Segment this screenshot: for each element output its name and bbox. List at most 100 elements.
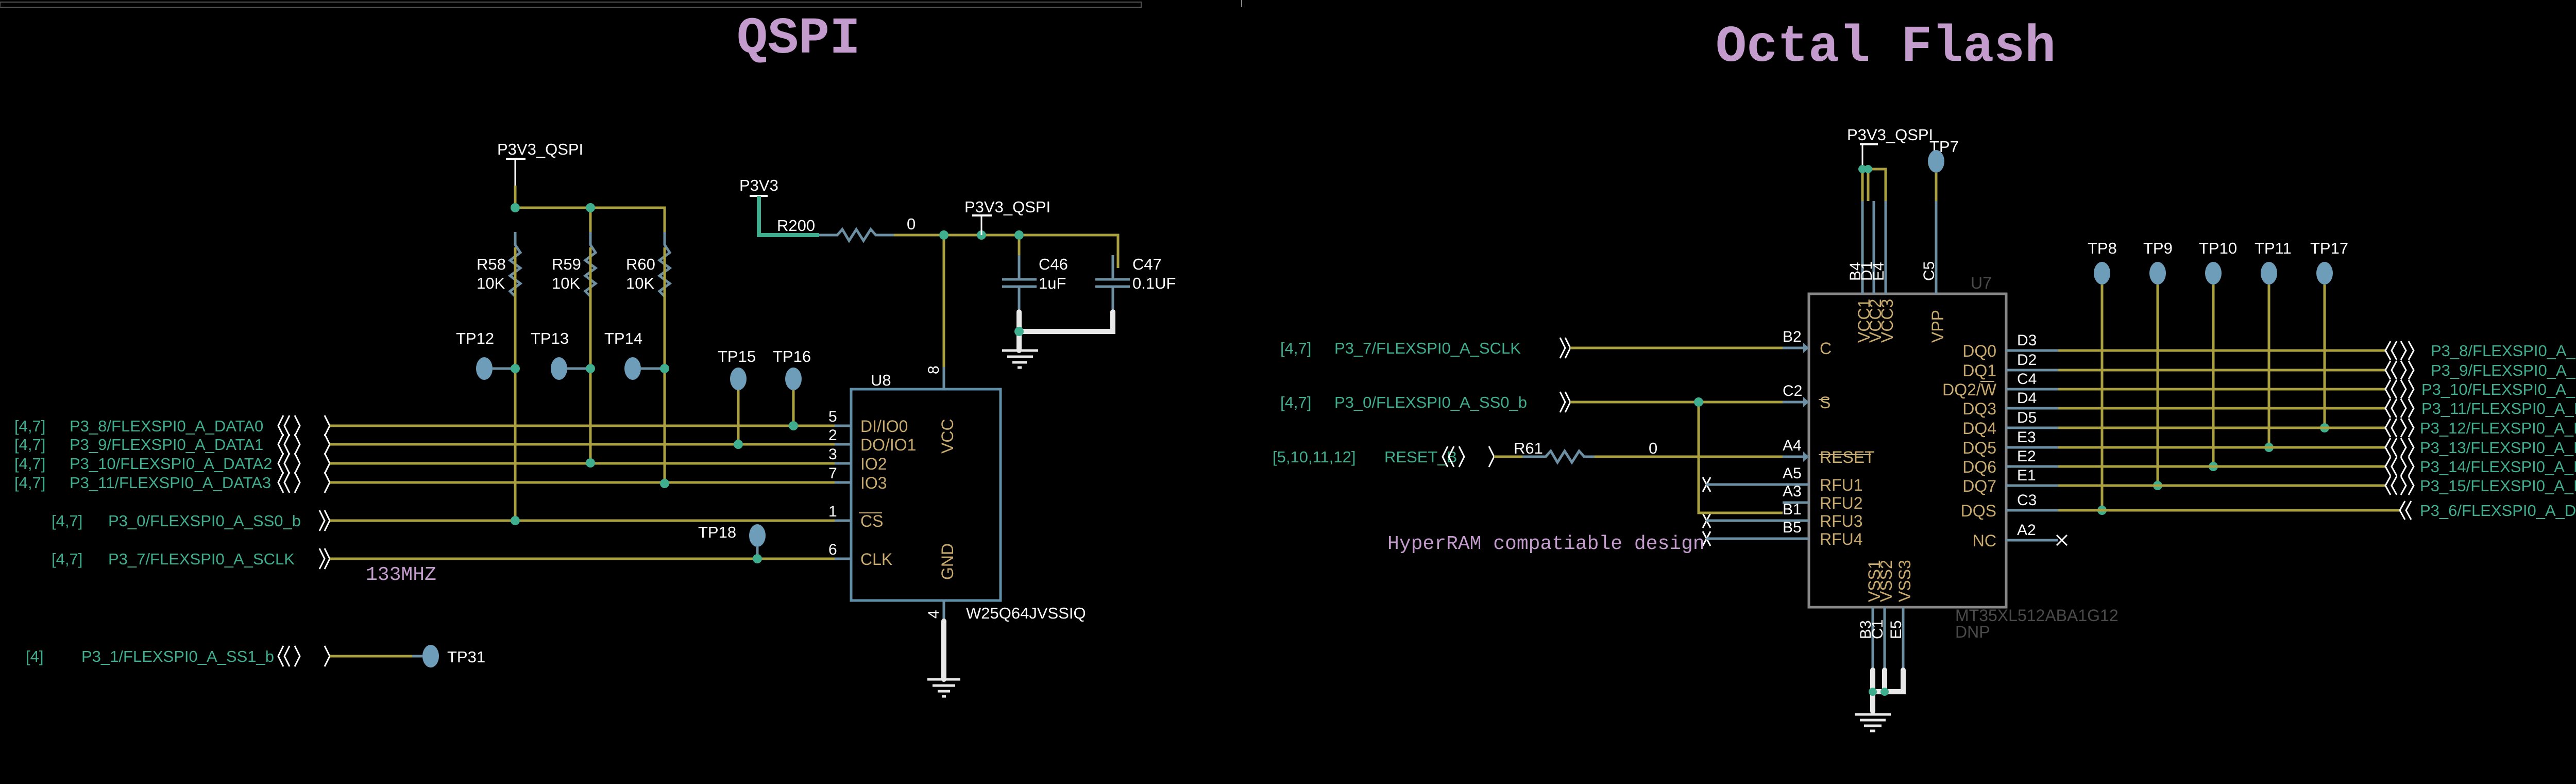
- net-name[interactable]: P3_7/FLEXSPI0_A_SCLK: [1334, 339, 1521, 357]
- net-page-ref: [4,7]: [14, 417, 45, 435]
- pin-name: DQ7: [1962, 477, 1996, 495]
- net-name[interactable]: P3_10/FLEXSPI0_A_DATA2: [2421, 380, 2576, 398]
- net-name[interactable]: P3_7/FLEXSPI0_A_SCLK: [108, 550, 295, 568]
- net-row: P3_6/FLEXSPI0_A_DQS[4]: [2058, 501, 2576, 520]
- u8-pin-cs: 1CS: [828, 503, 883, 530]
- pin-name: VCC2: [1866, 299, 1885, 343]
- net-name[interactable]: P3_12/FLEXSPI0_A_DATA4: [2420, 419, 2576, 437]
- u8-chip[interactable]: [850, 388, 1002, 602]
- net-row: [4,7]P3_11/FLEXSPI0_A_DATA3: [14, 472, 835, 493]
- offpage-connector-icon: [277, 472, 331, 493]
- net-name[interactable]: P3_11/FLEXSPI0_A_DATA3: [70, 474, 271, 492]
- testpoint-tp31[interactable]: [422, 645, 439, 668]
- net-page-ref: [4,7]: [14, 436, 45, 454]
- gnd-trace: [1016, 309, 1115, 334]
- net-name[interactable]: P3_10/FLEXSPI0_A_DATA2: [70, 455, 272, 473]
- u7-pin-vss3: E5 VSS3: [1888, 560, 1914, 670]
- tp-label: TP13: [531, 329, 569, 347]
- net-row: [4,7]P3_10/FLEXSPI0_A_DATA2: [14, 453, 835, 474]
- pin-name: VSS2: [1877, 560, 1895, 602]
- pin-number: B2: [1783, 328, 1802, 345]
- frequency-note: 133MHZ: [366, 564, 436, 586]
- testpoint-tp14[interactable]: [624, 357, 641, 380]
- net-name[interactable]: P3_0/FLEXSPI0_A_SS0_b: [1334, 393, 1527, 411]
- junction: [1014, 327, 1024, 336]
- pin-name: VSS3: [1895, 560, 1914, 602]
- testpoint-tp15[interactable]: [730, 368, 747, 390]
- net-name[interactable]: P3_11/FLEXSPI0_A_DATA3: [2421, 399, 2576, 418]
- testpoint-tp12[interactable]: [476, 357, 493, 380]
- net-name[interactable]: P3_8/FLEXSPI0_A_DATA0: [2431, 342, 2576, 360]
- offpage-connector-icon: [277, 645, 331, 667]
- pin-name: DQ3: [1962, 399, 1996, 418]
- net-row: [4,7] P3_0/FLEXSPI0_A_SS0_b: [52, 510, 835, 531]
- testpoint-tp9[interactable]: [2149, 262, 2166, 285]
- offpage-connector-icon: [1442, 446, 1495, 468]
- net-name[interactable]: P3_9/FLEXSPI0_A_DATA1: [70, 436, 263, 454]
- qspi-title: QSPI: [737, 10, 860, 69]
- testpoint-tp11[interactable]: [2261, 262, 2277, 285]
- offpage-connector-icon: [2384, 438, 2415, 457]
- pin-number: B5: [1783, 519, 1802, 536]
- pin-number: A4: [1783, 437, 1802, 454]
- net-name[interactable]: P3_15/FLEXSPI0_A_DATA7: [2420, 477, 2576, 495]
- testpoint-tp13[interactable]: [551, 357, 567, 380]
- no-connect-icon: [2056, 534, 2068, 546]
- net-name[interactable]: P3_6/FLEXSPI0_A_DQS: [2420, 502, 2576, 520]
- pin-number: D5: [2017, 409, 2037, 426]
- u8-pin-doio1: 2DO/IO1: [828, 427, 916, 454]
- gnd-trace: [1870, 668, 1906, 694]
- net-name[interactable]: P3_13/FLEXSPI0_A_DATA5: [2420, 439, 2576, 457]
- testpoint-tp7[interactable]: [1928, 150, 1944, 173]
- net-name[interactable]: P3_0/FLEXSPI0_A_SS0_b: [108, 512, 301, 530]
- net-name[interactable]: P3_1/FLEXSPI0_A_SS1_b: [81, 647, 274, 665]
- offpage-connector-icon: [277, 453, 331, 474]
- offpage-connector-icon: [2384, 379, 2415, 399]
- net-row: [4,7]P3_7/FLEXSPI0_A_SCLK: [52, 548, 835, 570]
- net-page-ref: [5,10,11,12]: [1273, 448, 1355, 466]
- net-name[interactable]: P3_14/FLEXSPI0_A_DATA6: [2420, 458, 2576, 476]
- net-row: P3_13/FLEXSPI0_A_DATA5[4]: [2058, 438, 2576, 457]
- pin-number: 7: [828, 465, 837, 482]
- pin-name: CLK: [860, 550, 892, 569]
- pin-number: E5: [1888, 620, 1905, 639]
- pin-name: DQ4: [1962, 419, 1996, 438]
- net-row: [4,7] P3_8/FLEXSPI0_A_DATA0: [14, 415, 835, 437]
- testpoint-tp17[interactable]: [2316, 262, 2333, 285]
- pin-name: DQ1: [1962, 361, 1996, 380]
- pin-number: E3: [2017, 429, 2036, 446]
- net-page-ref: [4,7]: [52, 512, 82, 530]
- offpage-connector-icon: [2399, 501, 2412, 520]
- testpoint-tp16[interactable]: [785, 368, 802, 390]
- c46-value: 1uF: [1039, 274, 1066, 292]
- net-name[interactable]: P3_9/FLEXSPI0_A_DATA1: [2431, 361, 2576, 379]
- u7-chip[interactable]: [1807, 292, 2008, 609]
- testpoint-tp10[interactable]: [2205, 262, 2222, 285]
- pin-number: D1: [1858, 261, 1875, 281]
- pin-name: RFU1: [1820, 476, 1863, 494]
- testpoint-tp18[interactable]: [749, 524, 766, 547]
- net-row: P3_10/FLEXSPI0_A_DATA2[4,7]: [2058, 379, 2576, 399]
- sheet-border: [0, 2, 1142, 8]
- pin-number: D4: [2017, 390, 2037, 407]
- testpoint-tp8[interactable]: [2094, 262, 2110, 285]
- pin-name: DI/IO0: [860, 417, 908, 436]
- junction: [586, 203, 595, 212]
- net-name[interactable]: P3_8/FLEXSPI0_A_DATA0: [70, 417, 263, 435]
- u8-gnd-pin-name: GND: [938, 543, 957, 580]
- ground-icon: [1855, 713, 1891, 732]
- offpage-connector-icon: [1559, 337, 1571, 359]
- junction: [660, 364, 669, 373]
